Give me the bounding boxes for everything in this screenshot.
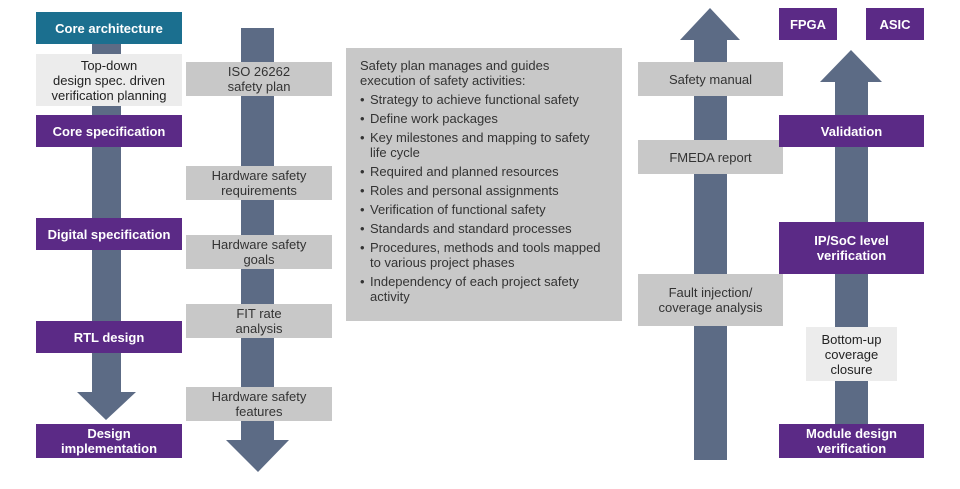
safety-manual-box: Safety manual [638, 62, 783, 96]
panel-intro: Safety plan manages and guides execution… [360, 58, 550, 88]
core-specification-box: Core specification [36, 115, 182, 147]
fpga-box: FPGA [779, 8, 837, 40]
digital-specification-box: Digital specification [36, 218, 182, 250]
bullet-item: Key milestones and mapping to safety lif… [360, 130, 608, 160]
asic-box: ASIC [866, 8, 924, 40]
ip-soc-verification-box: IP/SoC level verification [779, 222, 924, 274]
top-down-note: Top-down design spec. driven verificatio… [36, 54, 182, 106]
hw-safety-goals-box: Hardware safety goals [186, 235, 332, 269]
hw-safety-features-box: Hardware safety features [186, 387, 332, 421]
bullet-item: Roles and personal assignments [360, 183, 608, 198]
bullet-item: Required and planned resources [360, 164, 608, 179]
safety-plan-panel: Safety plan manages and guides execution… [346, 48, 622, 321]
iso-26262-safety-plan-box: ISO 26262 safety plan [186, 62, 332, 96]
bullet-item: Define work packages [360, 111, 608, 126]
bullet-item: Standards and standard processes [360, 221, 608, 236]
fault-injection-box: Fault injection/ coverage analysis [638, 274, 783, 326]
bullet-item: Independency of each project safety acti… [360, 274, 608, 304]
hw-safety-requirements-box: Hardware safety requirements [186, 166, 332, 200]
bullet-item: Verification of functional safety [360, 202, 608, 217]
bullet-item: Procedures, methods and tools mapped to … [360, 240, 608, 270]
design-implementation-box: Design implementation [36, 424, 182, 458]
validation-box: Validation [779, 115, 924, 147]
bottom-up-note: Bottom-up coverage closure [806, 327, 897, 381]
module-design-verification-box: Module design verification [779, 424, 924, 458]
bullet-item: Strategy to achieve functional safety [360, 92, 608, 107]
output-up-arrow [680, 8, 740, 460]
fit-rate-analysis-box: FIT rate analysis [186, 304, 332, 338]
fmeda-report-box: FMEDA report [638, 140, 783, 174]
core-architecture-box: Core architecture [36, 12, 182, 44]
panel-bullet-list: Strategy to achieve functional safety De… [360, 92, 608, 304]
rtl-design-box: RTL design [36, 321, 182, 353]
